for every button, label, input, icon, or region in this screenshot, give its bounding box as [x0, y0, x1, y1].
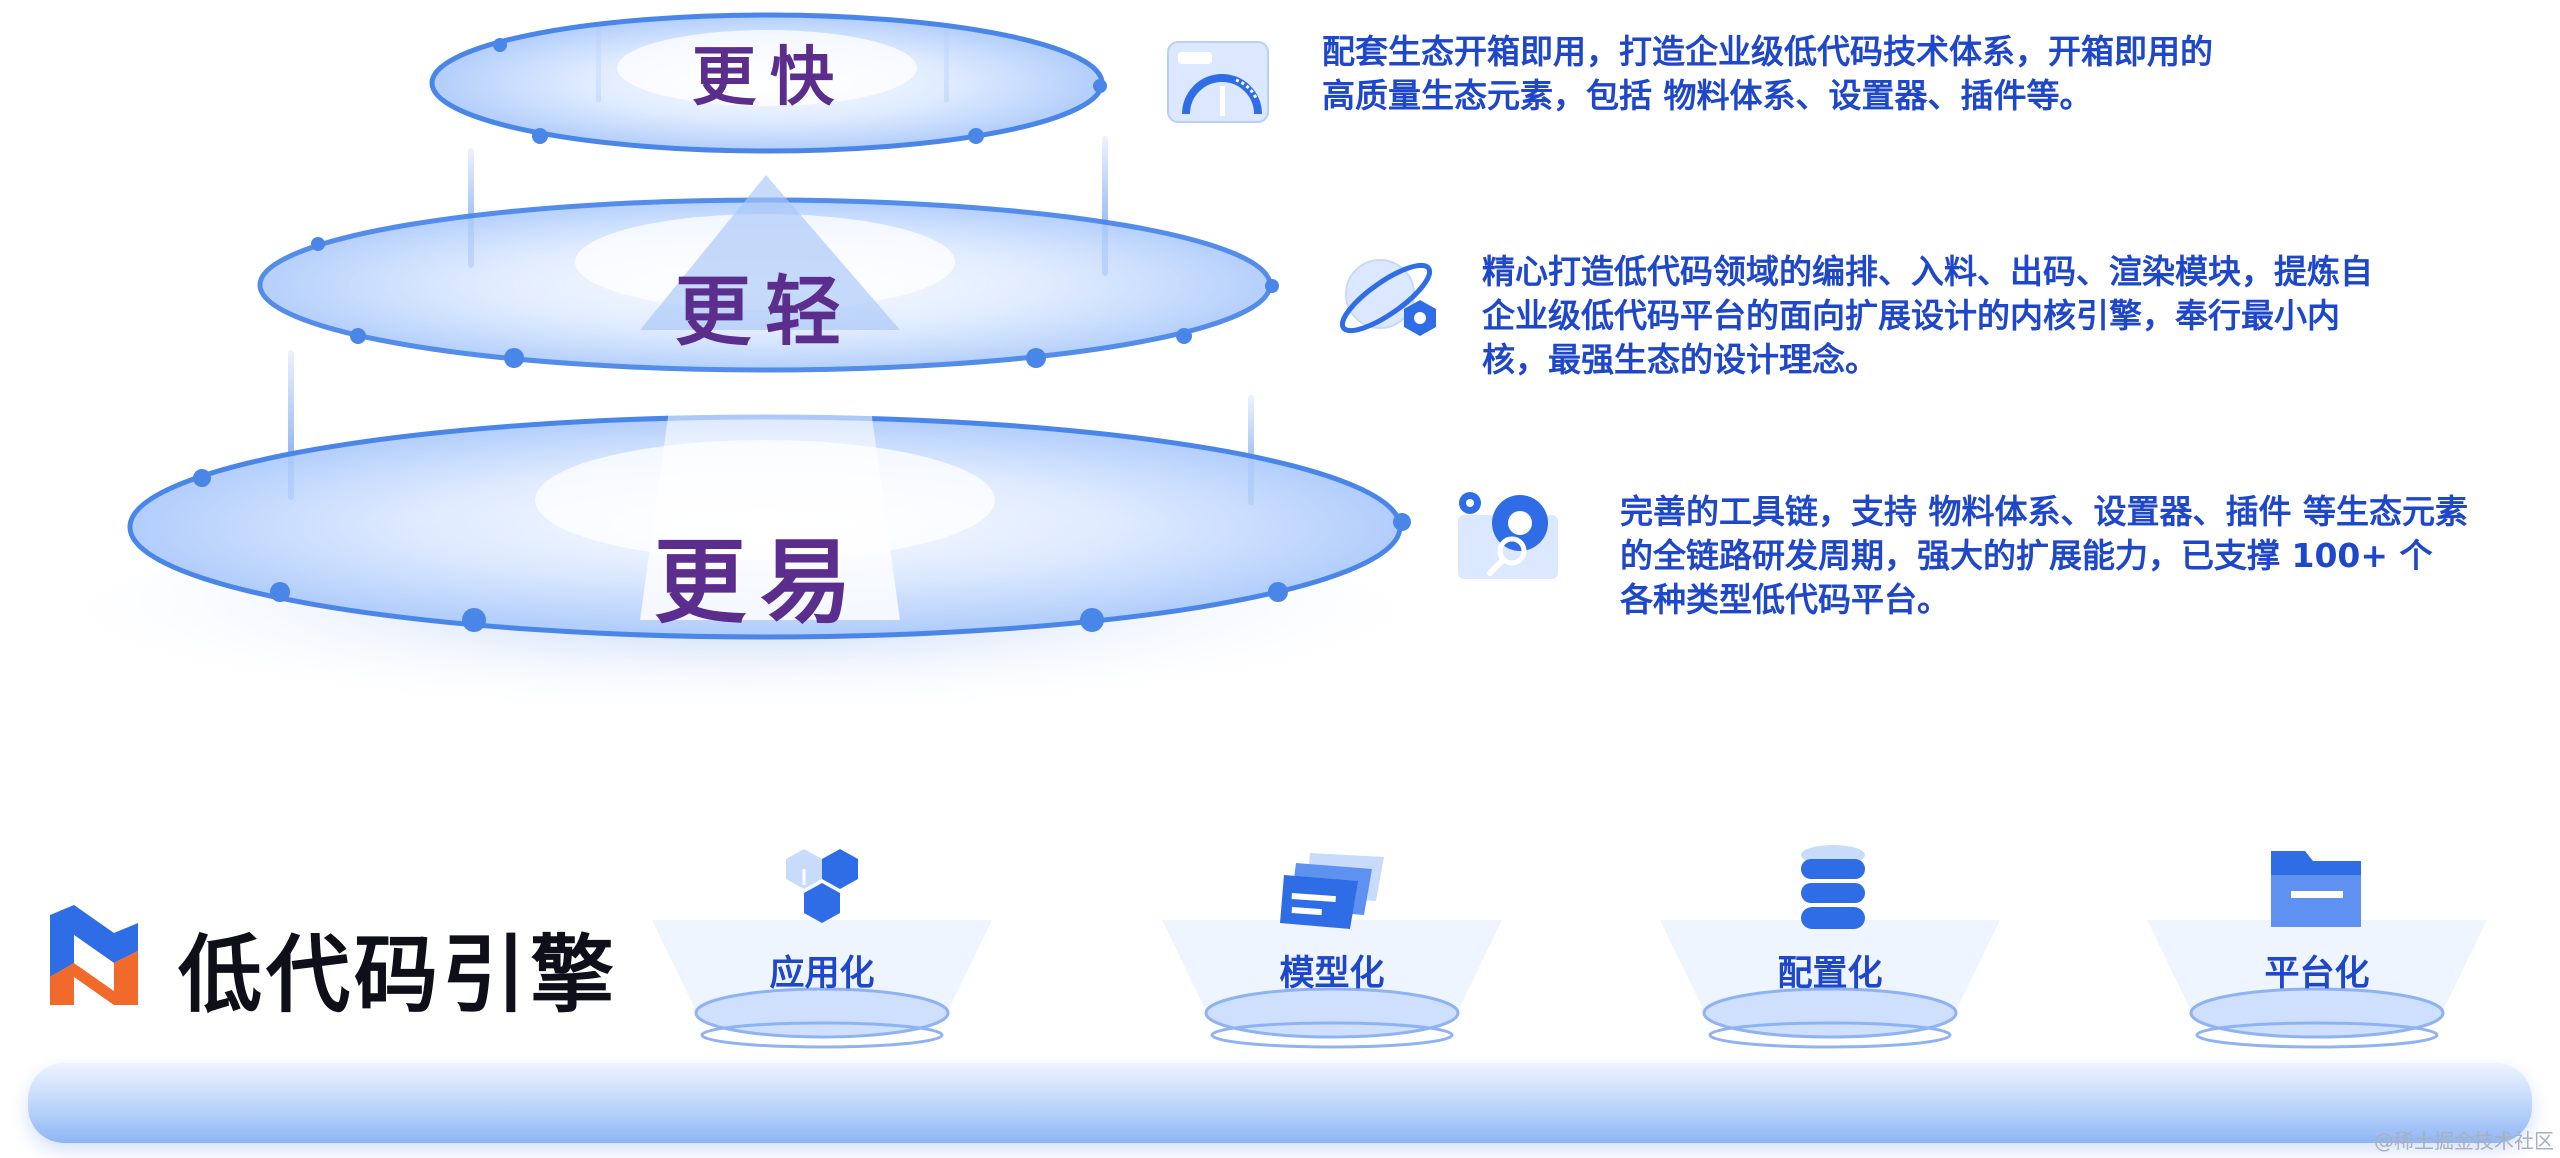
- cards-icon: [1280, 853, 1384, 929]
- pillar-pedestal: [1660, 920, 2000, 1049]
- rim-dot: [1265, 279, 1279, 293]
- layer-stack-graphic: [80, 12, 1411, 730]
- watermark: @稀土掘金技术社区: [2374, 1129, 2554, 1153]
- pillar-config: 配置化: [1650, 835, 2010, 1050]
- speedometer-icon: [1167, 41, 1269, 123]
- layer-label-light: 更轻: [675, 267, 855, 356]
- rim-dot: [193, 469, 211, 487]
- pillar-pedestal: [652, 920, 992, 1049]
- pillar-app: 应用化: [642, 835, 1002, 1050]
- pillar-label-model: 模型化: [1279, 954, 1385, 994]
- rim-dot: [493, 38, 507, 52]
- rim-dot: [968, 128, 984, 144]
- pillar-model: 模型化: [1152, 835, 1512, 1050]
- pillar-platform: 平台化: [2137, 835, 2497, 1050]
- folder-icon: [2271, 851, 2361, 927]
- arrow-head: [640, 175, 900, 330]
- feature-desc-fast: 配套生态开箱即用，打造企业级低代码技术体系，开箱即用的 高质量生态元素，包括 物…: [1322, 32, 2213, 115]
- pillar-label-app: 应用化: [769, 954, 875, 994]
- pillar-pedestal: [2147, 920, 2487, 1049]
- engine-logo-icon: [50, 905, 138, 1005]
- engine-title: 低代码引擎: [178, 926, 619, 1024]
- pillar-label-platform: 平台化: [2264, 954, 2370, 994]
- rim-dots: [193, 38, 1411, 632]
- planet-hexagon-icon: [1339, 259, 1436, 336]
- feature-desc-light: 精心打造低代码领域的编排、入料、出码、渲染模块，提炼自 企业级低代码平台的面向扩…: [1482, 252, 2373, 379]
- rim-dot: [1093, 79, 1107, 93]
- feature-desc-easy: 完善的工具链，支持 物料体系、设置器、插件 等生态元素 的全链路研发周期，强大的…: [1620, 492, 2468, 619]
- pillar-pedestal: [1162, 920, 1502, 1049]
- rim-dot: [1268, 582, 1288, 602]
- gear-search-icon: [1458, 492, 1558, 579]
- rim-dot: [270, 582, 290, 602]
- rim-dot: [504, 348, 524, 368]
- layer-label-fast: 更快: [692, 41, 848, 115]
- disc-top-glow: [617, 30, 917, 106]
- rim-dot: [1026, 348, 1046, 368]
- database-icon: [1801, 845, 1865, 929]
- pillar-label-config: 配置化: [1777, 954, 1883, 994]
- rim-dot: [1393, 513, 1411, 531]
- base-platform-bar: [28, 1063, 2532, 1143]
- layer-label-easy: 更易: [653, 529, 866, 636]
- rim-dot: [350, 328, 366, 344]
- rim-dot: [462, 608, 486, 632]
- cubes-icon: [786, 849, 858, 923]
- rim-dot: [1176, 328, 1192, 344]
- rim-dot: [1080, 608, 1104, 632]
- rim-dot: [532, 128, 548, 144]
- rim-dot: [311, 237, 325, 251]
